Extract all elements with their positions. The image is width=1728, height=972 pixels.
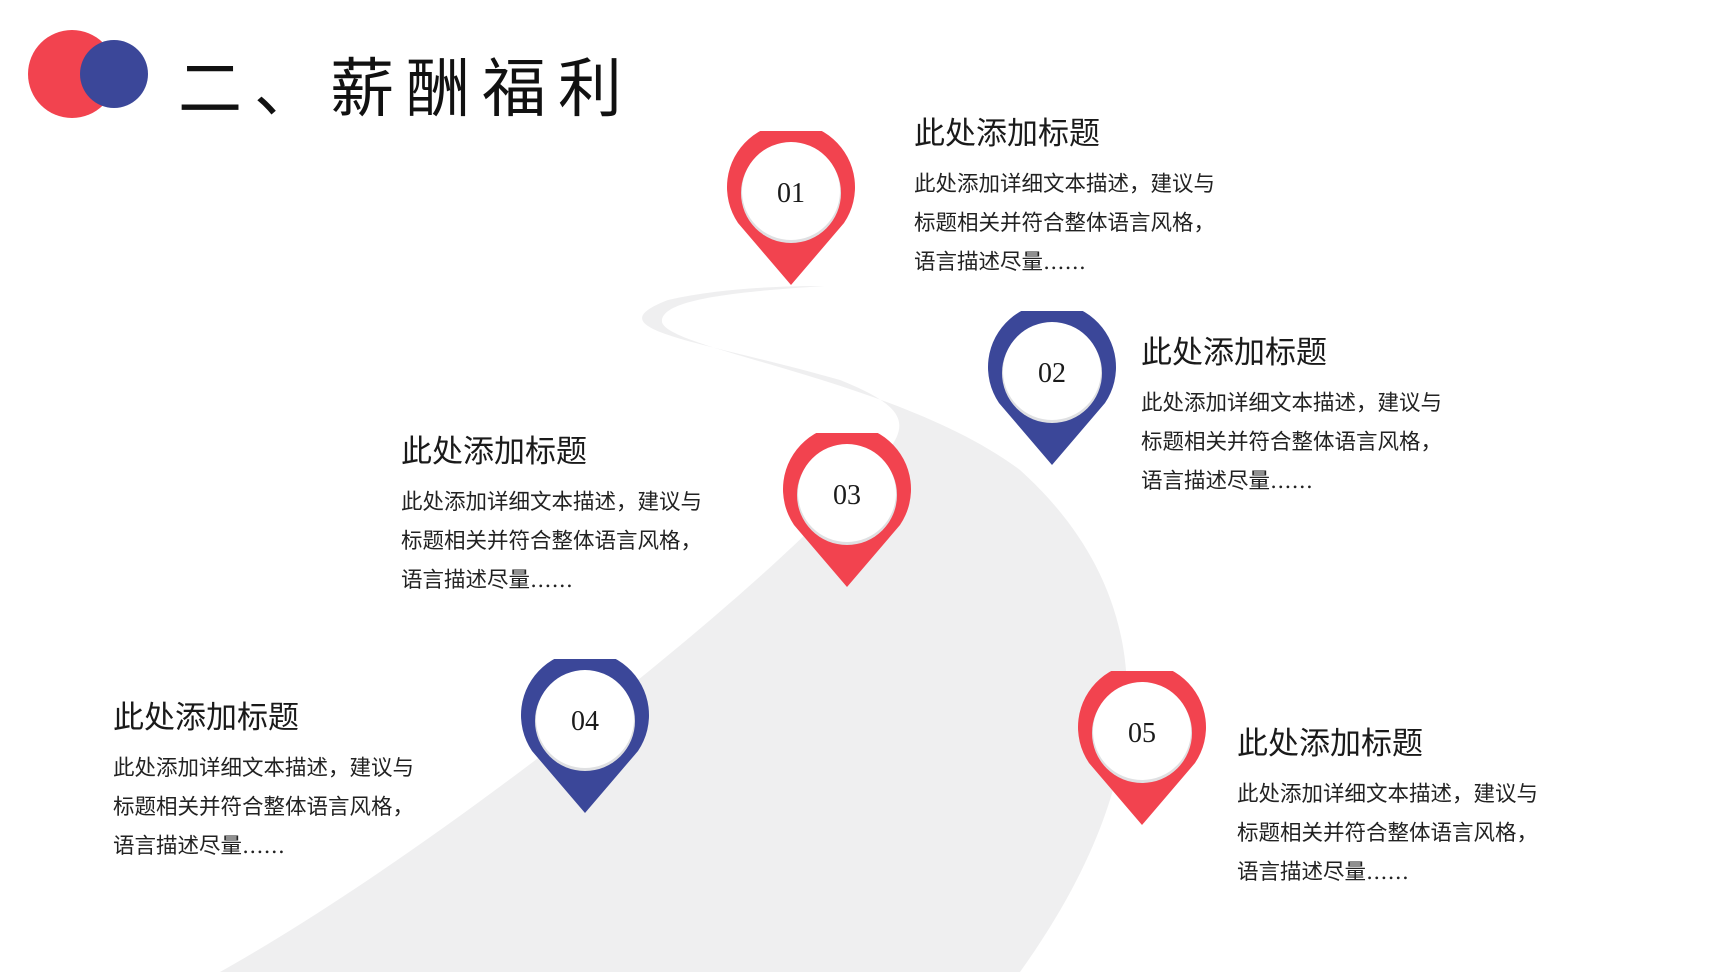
milestone-title: 此处添加标题	[1141, 335, 1327, 371]
milestone-description: 此处添加详细文本描述，建议与 标题相关并符合整体语言风格， 语言描述尽量……	[1237, 775, 1637, 892]
milestone-description: 此处添加详细文本描述，建议与 标题相关并符合整体语言风格， 语言描述尽量……	[113, 749, 513, 866]
milestone-description: 此处添加详细文本描述，建议与 标题相关并符合整体语言风格， 语言描述尽量……	[401, 483, 801, 600]
description-line: 语言描述尽量……	[914, 250, 1087, 275]
description-line: 语言描述尽量……	[1141, 469, 1314, 494]
location-pin-icon: 02	[987, 311, 1117, 465]
description-line: 标题相关并符合整体语言风格，	[1237, 821, 1539, 846]
description-line: 语言描述尽量……	[1237, 860, 1410, 885]
milestone-title: 此处添加标题	[113, 700, 299, 736]
description-line: 标题相关并符合整体语言风格，	[113, 795, 415, 820]
description-line: 此处添加详细文本描述，建议与	[1141, 391, 1443, 416]
milestone-number: 02	[1038, 358, 1066, 389]
location-pin-icon: 04	[520, 659, 650, 813]
milestone-number: 04	[571, 706, 599, 737]
milestone-number: 05	[1128, 718, 1156, 749]
description-line: 此处添加详细文本描述，建议与	[1237, 782, 1539, 807]
description-line: 标题相关并符合整体语言风格，	[401, 529, 703, 554]
description-line: 此处添加详细文本描述，建议与	[401, 490, 703, 515]
location-pin-icon: 05	[1077, 671, 1207, 825]
location-pin-icon: 03	[782, 433, 912, 587]
description-line: 标题相关并符合整体语言风格，	[1141, 430, 1443, 455]
milestone-title: 此处添加标题	[401, 434, 587, 470]
milestone-number: 01	[777, 178, 805, 209]
description-line: 此处添加详细文本描述，建议与	[914, 172, 1216, 197]
milestone-text-5: 此处添加标题 此处添加详细文本描述，建议与 标题相关并符合整体语言风格， 语言描…	[1237, 718, 1637, 892]
milestone-text-2: 此处添加标题 此处添加详细文本描述，建议与 标题相关并符合整体语言风格， 语言描…	[1141, 327, 1541, 501]
milestone-title: 此处添加标题	[914, 116, 1100, 152]
description-line: 此处添加详细文本描述，建议与	[113, 756, 415, 781]
description-line: 语言描述尽量……	[113, 834, 286, 859]
description-line: 标题相关并符合整体语言风格，	[914, 211, 1216, 236]
description-line: 语言描述尽量……	[401, 568, 574, 593]
milestone-text-1: 此处添加标题 此处添加详细文本描述，建议与 标题相关并符合整体语言风格， 语言描…	[914, 108, 1314, 282]
milestone-title: 此处添加标题	[1237, 726, 1423, 762]
page-title: 二、薪酬福利	[178, 53, 634, 127]
milestone-description: 此处添加详细文本描述，建议与 标题相关并符合整体语言风格， 语言描述尽量……	[1141, 384, 1541, 501]
milestone-text-3: 此处添加标题 此处添加详细文本描述，建议与 标题相关并符合整体语言风格， 语言描…	[401, 426, 801, 600]
location-pin-icon: 01	[726, 131, 856, 285]
milestone-text-4: 此处添加标题 此处添加详细文本描述，建议与 标题相关并符合整体语言风格， 语言描…	[113, 692, 513, 866]
milestone-description: 此处添加详细文本描述，建议与 标题相关并符合整体语言风格， 语言描述尽量……	[914, 165, 1314, 282]
milestone-number: 03	[833, 480, 861, 511]
logo-circles	[28, 30, 148, 118]
